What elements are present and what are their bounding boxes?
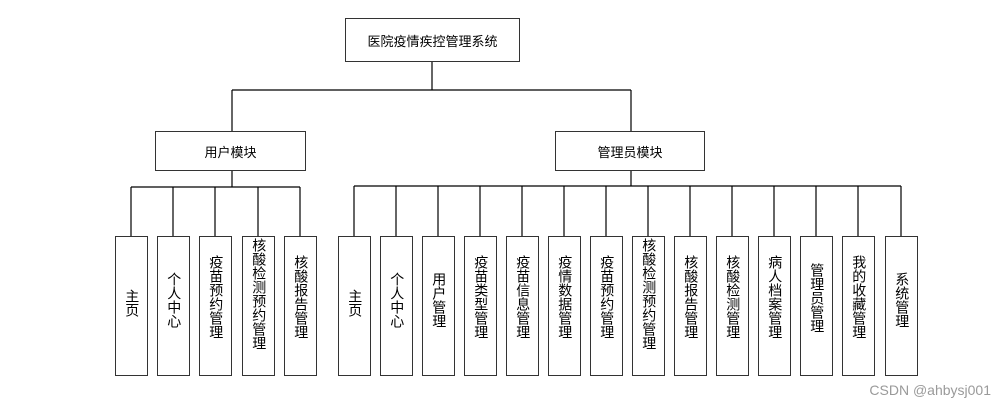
admin-item-label: 系统管理 bbox=[893, 272, 910, 328]
root-label: 医院疫情疾控管理系统 bbox=[367, 34, 498, 50]
admin-item-node: 管理员管理 bbox=[800, 236, 833, 376]
admin-item-label: 疫苗类型管理 bbox=[472, 255, 489, 339]
user-module-label: 用户模块 bbox=[204, 145, 257, 161]
admin-module-node: 管理员模块 bbox=[555, 131, 705, 171]
admin-item-label: 核酸检测管理 bbox=[724, 255, 741, 339]
user-item-node: 个人中心 bbox=[157, 236, 190, 376]
watermark: CSDN @ahbysj001 bbox=[869, 382, 991, 398]
admin-module-label: 管理员模块 bbox=[597, 145, 663, 161]
admin-item-node: 核酸报告管理 bbox=[674, 236, 707, 376]
root-node: 医院疫情疾控管理系统 bbox=[345, 18, 520, 62]
admin-item-label: 病人档案管理 bbox=[766, 255, 783, 339]
admin-item-node: 主页 bbox=[338, 236, 371, 376]
user-item-label: 主页 bbox=[123, 289, 140, 317]
admin-item-label: 管理员管理 bbox=[808, 263, 825, 333]
admin-item-node: 疫苗类型管理 bbox=[464, 236, 497, 376]
admin-item-node: 核酸检测预约管理 bbox=[632, 236, 665, 376]
admin-item-node: 疫苗预约管理 bbox=[590, 236, 623, 376]
admin-item-label: 主页 bbox=[346, 289, 363, 317]
admin-item-node: 核酸检测管理 bbox=[716, 236, 749, 376]
user-item-node: 核酸检测预约管理 bbox=[242, 236, 275, 376]
admin-item-label: 我的收藏管理 bbox=[850, 255, 867, 339]
admin-item-node: 疫苗信息管理 bbox=[506, 236, 539, 376]
admin-item-label: 核酸检测预约管理 bbox=[640, 238, 657, 350]
user-item-node: 主页 bbox=[115, 236, 148, 376]
admin-item-label: 疫情数据管理 bbox=[556, 255, 573, 339]
admin-item-node: 疫情数据管理 bbox=[548, 236, 581, 376]
user-item-node: 疫苗预约管理 bbox=[199, 236, 232, 376]
admin-item-label: 核酸报告管理 bbox=[682, 255, 699, 339]
user-item-label: 核酸报告管理 bbox=[292, 255, 309, 339]
user-item-label: 核酸检测预约管理 bbox=[250, 238, 267, 350]
admin-item-label: 用户管理 bbox=[430, 272, 447, 328]
admin-item-node: 用户管理 bbox=[422, 236, 455, 376]
admin-item-label: 疫苗信息管理 bbox=[514, 255, 531, 339]
user-module-node: 用户模块 bbox=[155, 131, 306, 171]
admin-item-node: 病人档案管理 bbox=[758, 236, 791, 376]
user-item-node: 核酸报告管理 bbox=[284, 236, 317, 376]
admin-item-label: 疫苗预约管理 bbox=[598, 255, 615, 339]
user-item-label: 个人中心 bbox=[165, 272, 182, 328]
admin-item-node: 个人中心 bbox=[380, 236, 413, 376]
user-item-label: 疫苗预约管理 bbox=[207, 255, 224, 339]
admin-item-label: 个人中心 bbox=[388, 272, 405, 328]
admin-item-node: 我的收藏管理 bbox=[842, 236, 875, 376]
admin-item-node: 系统管理 bbox=[885, 236, 918, 376]
